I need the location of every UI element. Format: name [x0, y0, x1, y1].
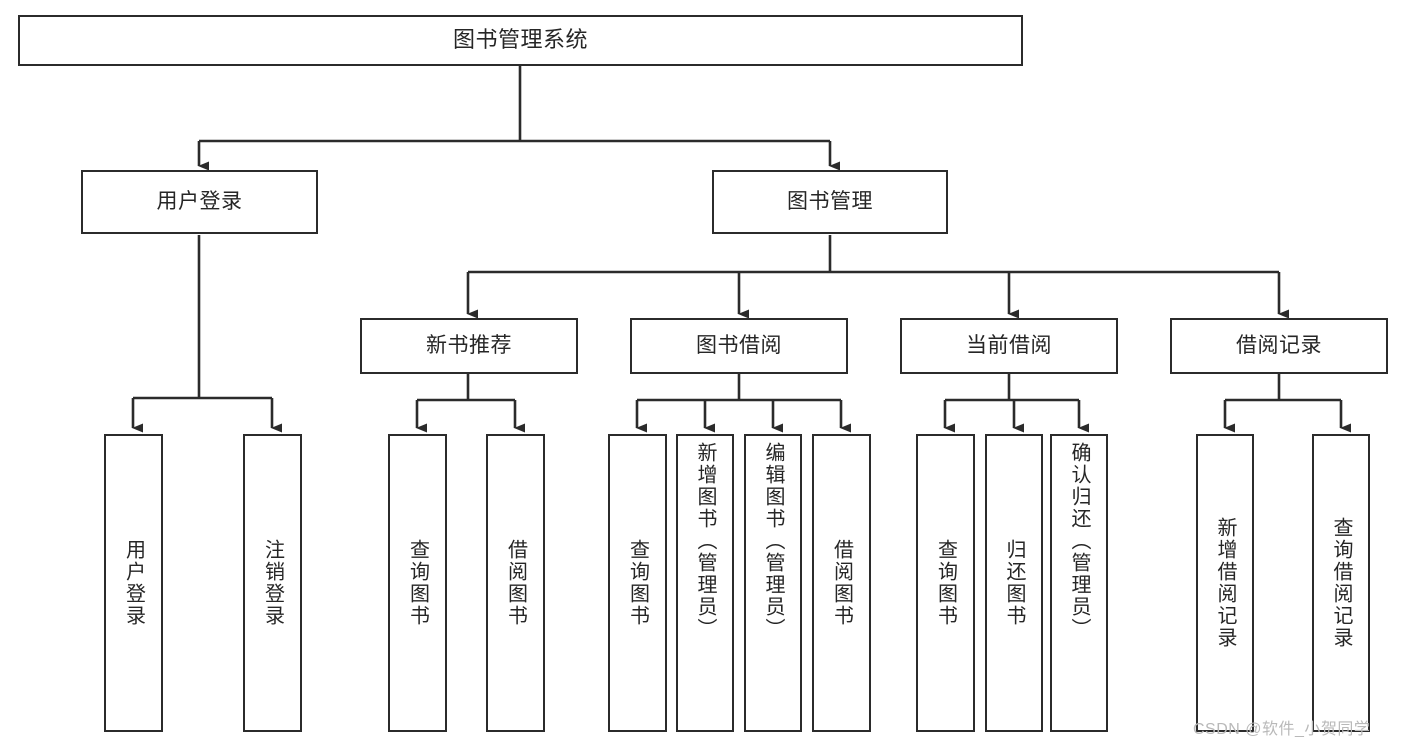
- node-leaf-user-login-logout-label: 注销登录: [261, 539, 284, 627]
- node-book-borrow[interactable]: 图书借阅: [630, 318, 848, 374]
- csdn-watermark: CSDN @软件_小贺同学: [1193, 721, 1371, 738]
- node-leaf-borrowrecord-query-record-label: 查询借阅记录: [1330, 517, 1352, 649]
- node-leaf-currentborrow-confirm-return-label: 确认归还（管理员）: [1068, 442, 1090, 640]
- node-root-system[interactable]: 图书管理系统: [18, 15, 1023, 66]
- node-leaf-borrowrecord-add-record[interactable]: 新增借阅记录: [1196, 434, 1254, 732]
- node-leaf-currentborrow-return-book[interactable]: 归还图书: [985, 434, 1043, 732]
- node-leaf-borrowrecord-query-record[interactable]: 查询借阅记录: [1312, 434, 1370, 732]
- node-leaf-currentborrow-query-book-label: 查询图书: [934, 539, 957, 627]
- node-root-system-label: 图书管理系统: [452, 27, 588, 53]
- node-leaf-user-login-logout[interactable]: 注销登录: [243, 434, 302, 732]
- node-book-management[interactable]: 图书管理: [712, 170, 948, 234]
- node-leaf-bookborrow-edit-book-label: 编辑图书（管理员）: [762, 442, 784, 640]
- node-leaf-bookborrow-edit-book[interactable]: 编辑图书（管理员）: [744, 434, 802, 732]
- node-current-borrow[interactable]: 当前借阅: [900, 318, 1118, 374]
- node-leaf-user-login-login-label: 用户登录: [122, 539, 145, 627]
- node-borrow-record[interactable]: 借阅记录: [1170, 318, 1388, 374]
- node-current-borrow-label: 当前借阅: [966, 334, 1052, 358]
- node-book-borrow-label: 图书借阅: [696, 334, 782, 358]
- node-leaf-newbook-query-book[interactable]: 查询图书: [388, 434, 447, 732]
- node-leaf-newbook-borrow-book[interactable]: 借阅图书: [486, 434, 545, 732]
- node-borrow-record-label: 借阅记录: [1236, 334, 1322, 358]
- node-leaf-newbook-query-book-label: 查询图书: [406, 539, 429, 627]
- node-leaf-borrowrecord-add-record-label: 新增借阅记录: [1214, 517, 1236, 649]
- node-leaf-newbook-borrow-book-label: 借阅图书: [504, 539, 527, 627]
- node-leaf-currentborrow-return-book-label: 归还图书: [1003, 539, 1025, 627]
- node-leaf-bookborrow-borrow-book[interactable]: 借阅图书: [812, 434, 871, 732]
- node-leaf-bookborrow-add-book[interactable]: 新增图书（管理员）: [676, 434, 734, 732]
- node-book-management-label: 图书管理: [787, 190, 873, 214]
- node-leaf-bookborrow-add-book-label: 新增图书（管理员）: [694, 442, 716, 640]
- node-leaf-bookborrow-query-book[interactable]: 查询图书: [608, 434, 667, 732]
- node-new-book-recommend-label: 新书推荐: [426, 334, 512, 358]
- node-leaf-bookborrow-borrow-book-label: 借阅图书: [830, 539, 853, 627]
- node-leaf-user-login-login[interactable]: 用户登录: [104, 434, 163, 732]
- node-user-login-label: 用户登录: [156, 190, 243, 214]
- node-leaf-currentborrow-query-book[interactable]: 查询图书: [916, 434, 975, 732]
- node-user-login[interactable]: 用户登录: [81, 170, 318, 234]
- node-leaf-bookborrow-query-book-label: 查询图书: [626, 539, 649, 627]
- node-leaf-currentborrow-confirm-return[interactable]: 确认归还（管理员）: [1050, 434, 1108, 732]
- node-new-book-recommend[interactable]: 新书推荐: [360, 318, 578, 374]
